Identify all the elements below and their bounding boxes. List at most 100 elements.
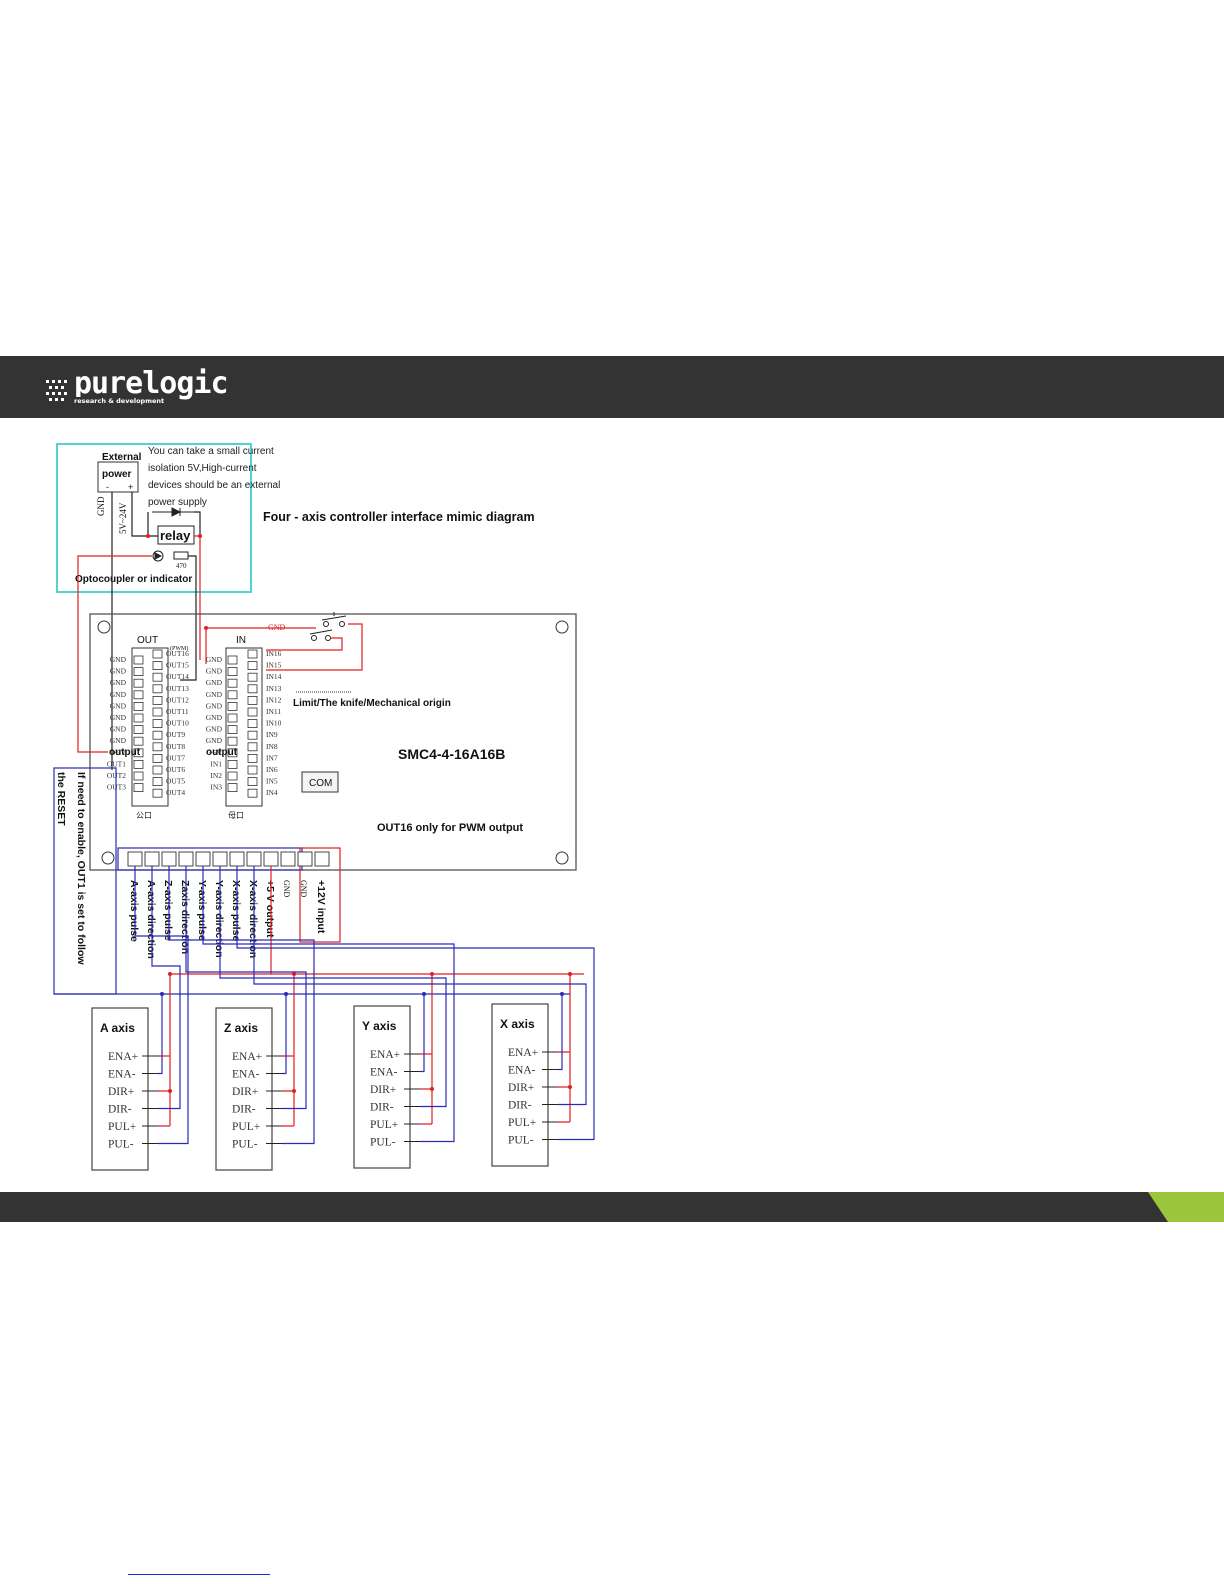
brand-mark-icon <box>46 380 67 401</box>
bottom-connector-pin <box>161 851 177 867</box>
out-left-pin-label: GND <box>110 667 127 676</box>
power-note-line-4: power supply <box>148 497 207 508</box>
bottom-connector-label: Z-axis pulse <box>162 880 174 941</box>
bottom-connector-label: Y-axis direction <box>213 880 225 958</box>
in-left-pin <box>227 736 238 746</box>
out-right-pin <box>152 672 163 682</box>
driver-pin-label: PUL- <box>108 1139 134 1151</box>
in-right-pin-label: IN8 <box>266 742 278 751</box>
footer-accent-triangle <box>1148 1192 1224 1222</box>
wire-junction <box>168 1089 172 1093</box>
driver-pin-label: PUL- <box>370 1137 396 1149</box>
driver-plus-wire <box>558 974 571 1123</box>
out-left-pin <box>133 667 144 676</box>
driver-title: X axis <box>500 1017 535 1031</box>
in-left-pin-label: GND <box>206 655 223 664</box>
driver-pin-label: ENA- <box>508 1065 536 1077</box>
in-block-header: IN <box>236 635 246 646</box>
resistor-icon <box>173 551 189 560</box>
brand-tagline: research & development <box>74 397 167 405</box>
diode-icon <box>152 507 196 517</box>
bottom-connector-pin <box>246 851 262 867</box>
bottom-connector-pin <box>229 851 245 867</box>
brand-logo: purelogic research & development <box>44 366 229 406</box>
bottom-connector-pin <box>127 851 143 867</box>
header-band <box>0 356 1224 418</box>
driver-title: Z axis <box>224 1021 258 1035</box>
wire-junction <box>568 972 572 976</box>
out-left-pin-label: GND <box>110 678 127 687</box>
bottom-connector-pin <box>144 851 160 867</box>
in-right-pin <box>247 719 258 728</box>
in-left-pin <box>227 725 238 734</box>
wire-junction <box>168 972 172 976</box>
in-left-pin <box>227 678 238 688</box>
in-right-pin-label: IN14 <box>266 672 282 681</box>
driver-direction-wire <box>219 866 447 1108</box>
relay-label: relay <box>160 528 191 543</box>
out-left-pin <box>133 748 144 758</box>
driver-enable-wire <box>420 994 425 1073</box>
in-right-pin-label: IN15 <box>266 661 282 670</box>
mount-hole-br <box>555 851 569 865</box>
com-label: COM <box>309 778 332 789</box>
mount-hole-tr <box>555 620 569 634</box>
resistor-label: 470 <box>176 562 187 570</box>
in-right-pin <box>247 765 258 775</box>
out-left-pin <box>133 725 144 734</box>
driver-pin-label: ENA- <box>370 1067 398 1079</box>
driver-enable-wire <box>282 994 287 1075</box>
in-left-pin-label: GND <box>206 678 223 687</box>
out-right-pin <box>152 742 163 752</box>
out-left-pin <box>133 690 144 700</box>
in-right-pin <box>247 788 258 798</box>
out-left-pin-label: OUT1 <box>107 759 126 768</box>
driver-pin-label: DIR+ <box>508 1082 534 1094</box>
in-right-pin <box>247 730 258 740</box>
in-left-pin <box>227 771 238 781</box>
driver-title: Y axis <box>362 1019 397 1033</box>
diagram-title: Four - axis controller interface mimic d… <box>263 510 535 524</box>
in-right-pin <box>247 742 258 752</box>
out-right-pin-label: OUT14 <box>166 672 189 681</box>
out-right-pin <box>152 684 163 694</box>
external-power-minus: - <box>106 482 109 492</box>
brand-name: purelogic <box>74 366 229 401</box>
external-power-label-2: power <box>102 469 132 480</box>
out-right-pin <box>152 730 163 740</box>
driver-pin-label: PUL+ <box>232 1121 260 1133</box>
limit-switch-icon <box>309 612 347 641</box>
optocoupler-label: Optocoupler or indicator <box>75 574 192 585</box>
driver-pin-label: ENA- <box>232 1069 260 1081</box>
in-right-pin <box>247 684 258 694</box>
driver-pin-label: ENA+ <box>232 1051 262 1063</box>
in-left-pin-label: +5V <box>209 748 223 757</box>
footer-band <box>0 1192 1224 1222</box>
out-output-label: output <box>109 747 141 758</box>
driver-pin-label: PUL+ <box>370 1119 398 1131</box>
in-left-pin <box>227 760 238 769</box>
in-left-pin-label: IN2 <box>210 771 222 780</box>
in-left-pin <box>227 713 238 723</box>
in-right-pin <box>247 696 258 705</box>
external-power-plus: + <box>128 482 133 492</box>
in-left-pin <box>227 783 238 792</box>
out-left-pin-label: GND <box>110 713 127 722</box>
bottom-connector-pin <box>195 851 211 867</box>
bottom-connector-label: Zaxis direction <box>179 880 191 954</box>
in-left-pin-label: IN3 <box>210 783 222 792</box>
reset-note-line-2: the RESET <box>55 772 67 826</box>
out-block-header: OUT <box>137 635 158 646</box>
out-left-pin <box>133 783 144 792</box>
out-right-pin-label: OUT13 <box>166 684 189 693</box>
driver-plus-wire <box>420 974 433 1125</box>
driver-pin-label: ENA- <box>108 1069 136 1081</box>
out-right-pin <box>152 777 163 786</box>
out-right-pin <box>152 765 163 775</box>
in-right-pin <box>247 707 258 717</box>
in-output-label: output <box>206 747 238 758</box>
in-right-pin-label: IN4 <box>266 788 278 797</box>
out-left-pin-label: GND <box>110 655 127 664</box>
